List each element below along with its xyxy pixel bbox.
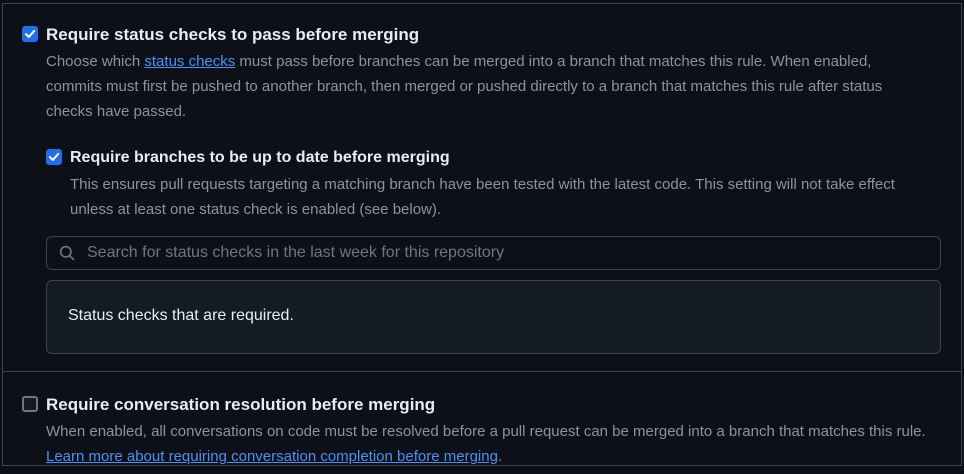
require-conversation-resolution-label[interactable]: Require conversation resolution before m… — [46, 395, 436, 414]
require-up-to-date-label[interactable]: Require branches to be up to date before… — [70, 149, 450, 166]
require-status-checks-label[interactable]: Require status checks to pass before mer… — [46, 25, 420, 44]
conversation-resolution-learn-more-link[interactable]: Learn more about requiring conversation … — [46, 448, 498, 465]
status-check-search-input[interactable] — [46, 236, 941, 270]
section-divider — [3, 371, 961, 372]
branch-protection-rules-panel: Require status checks to pass before mer… — [2, 3, 962, 466]
description-text: . — [497, 448, 503, 465]
require-status-checks-checkbox[interactable] — [22, 26, 38, 42]
up-to-date-setting-row: Require branches to be up to date before… — [46, 146, 941, 170]
description-text: Choose which — [46, 53, 145, 70]
description-text: must pass before branches can be merged … — [46, 53, 883, 120]
up-to-date-description: This ensures pull requests targeting a m… — [70, 176, 895, 218]
checkmark-icon — [48, 151, 60, 163]
required-status-checks-text: Status checks that are required. — [68, 307, 294, 324]
conversation-resolution-setting-row: Require conversation resolution before m… — [22, 393, 941, 417]
require-conversation-resolution-checkbox[interactable] — [22, 396, 38, 412]
section-up-to-date: Require branches to be up to date before… — [46, 146, 941, 354]
checkmark-icon — [24, 28, 36, 40]
conversation-resolution-description: When enabled, all conversations on code … — [46, 419, 936, 465]
description-text: When enabled, all conversations on code … — [46, 423, 926, 440]
status-check-search — [46, 236, 941, 270]
section-conversation-resolution: Require conversation resolution before m… — [3, 372, 961, 465]
required-status-checks-box: Status checks that are required. — [46, 280, 941, 354]
section-status-checks: Require status checks to pass before mer… — [3, 4, 961, 354]
status-checks-description: Choose which status checks must pass bef… — [46, 49, 926, 124]
status-checks-setting-row: Require status checks to pass before mer… — [22, 23, 941, 47]
status-checks-link[interactable]: status checks — [144, 53, 236, 70]
require-up-to-date-checkbox[interactable] — [46, 149, 62, 165]
